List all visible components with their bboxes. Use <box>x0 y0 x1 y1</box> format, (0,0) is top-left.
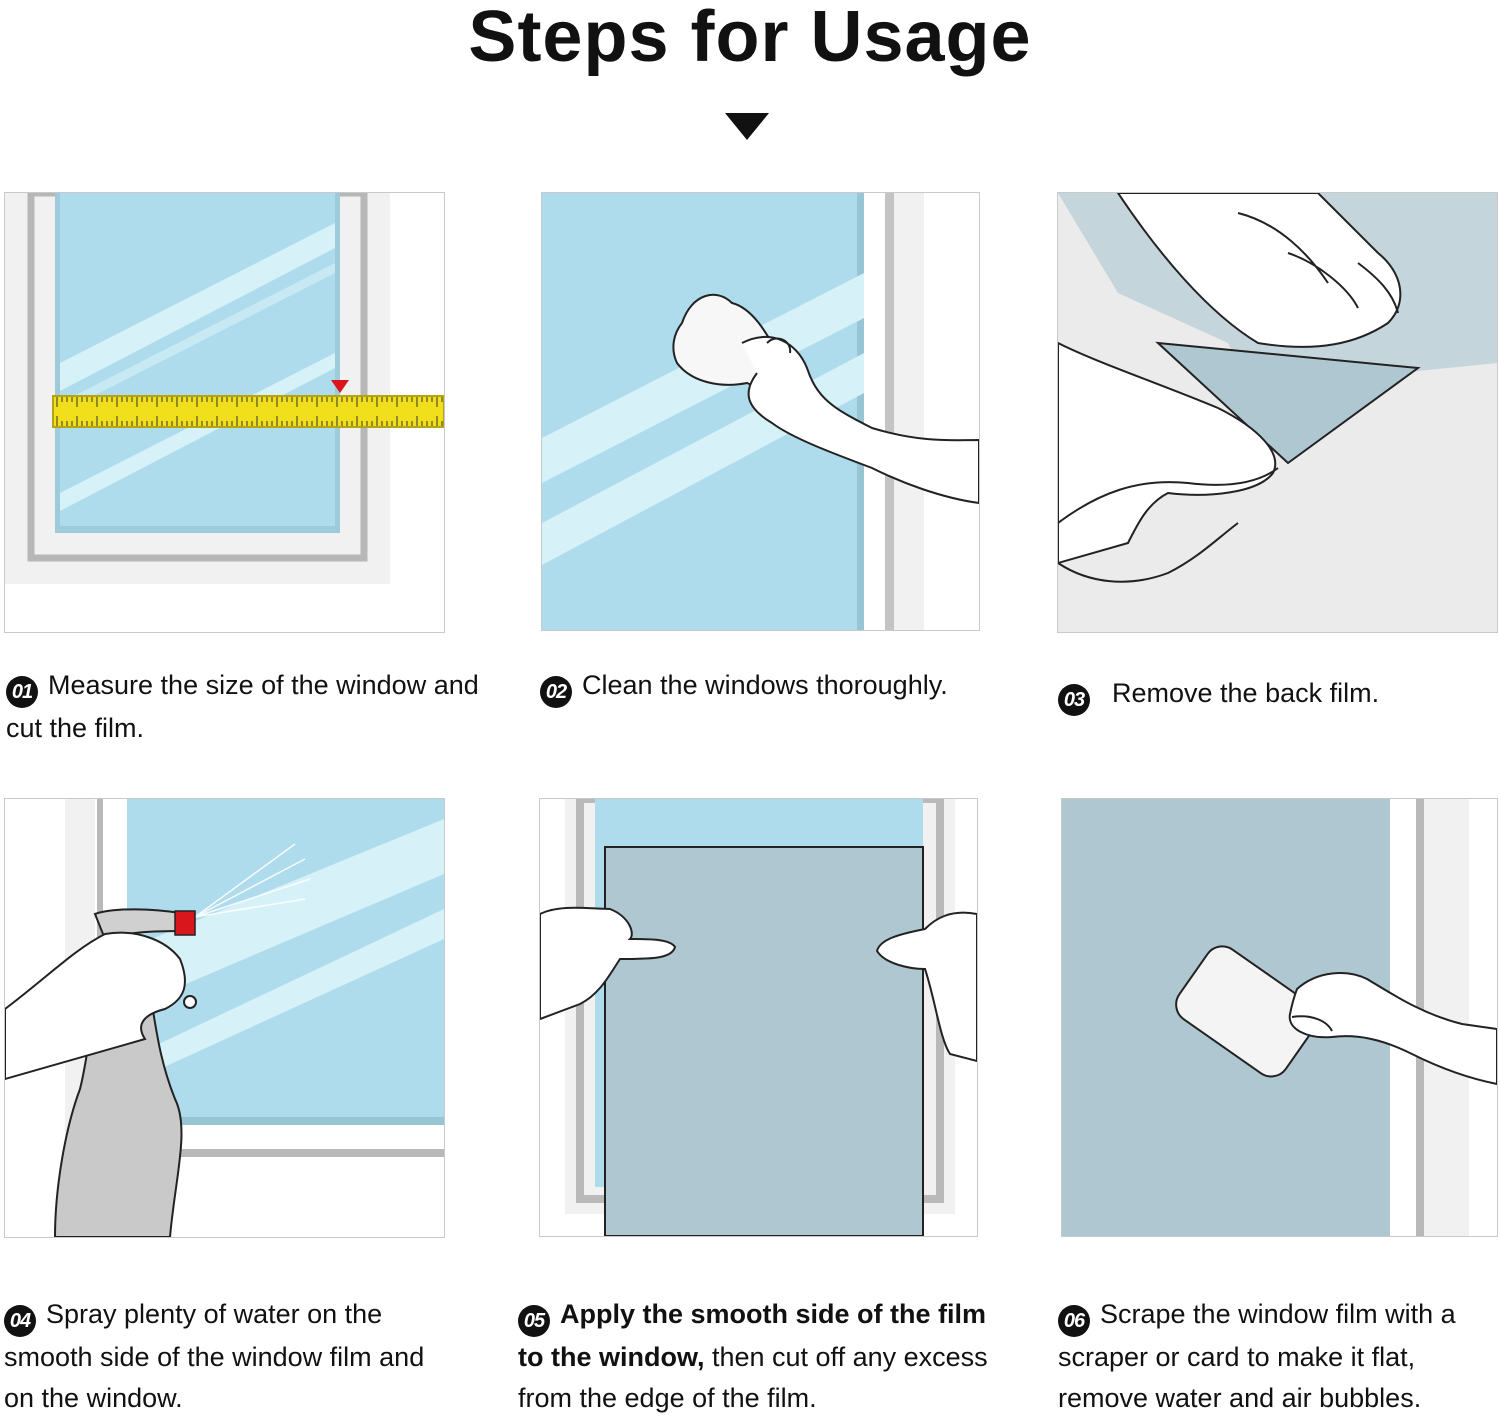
down-arrow-icon <box>725 113 769 140</box>
step-caption-3: 03 Remove the back film. <box>1058 673 1498 716</box>
step-6-illustration <box>1061 798 1498 1237</box>
step-text: then cut off any excess from the edge of… <box>518 1342 988 1413</box>
step-number-badge: 06 <box>1058 1305 1090 1337</box>
step-5-illustration <box>539 798 978 1237</box>
step-number-badge: 02 <box>540 676 572 708</box>
step-text: Scrape the window film with a scraper or… <box>1058 1299 1456 1413</box>
step-number-badge: 03 <box>1058 684 1090 716</box>
step-caption-2: 02 Clean the windows thoroughly. <box>540 665 1020 708</box>
step-4-illustration <box>4 798 445 1238</box>
step-2-illustration <box>541 192 980 631</box>
step-number-badge: 04 <box>4 1305 36 1337</box>
step-text: Remove the back film. <box>1112 678 1380 708</box>
step-text: Measure the size of the window and cut t… <box>6 670 479 743</box>
step-3-illustration <box>1057 192 1498 633</box>
step-text: Clean the windows thoroughly. <box>582 670 948 700</box>
step-number-badge: 05 <box>518 1305 550 1337</box>
step-1-illustration <box>4 192 445 633</box>
step-number-badge: 01 <box>6 676 38 708</box>
page-title: Steps for Usage <box>468 0 1032 77</box>
step-text-bold: Apply the smooth side of the film to the… <box>518 1299 987 1372</box>
step-text: Spray plenty of water on the smooth side… <box>4 1299 425 1413</box>
